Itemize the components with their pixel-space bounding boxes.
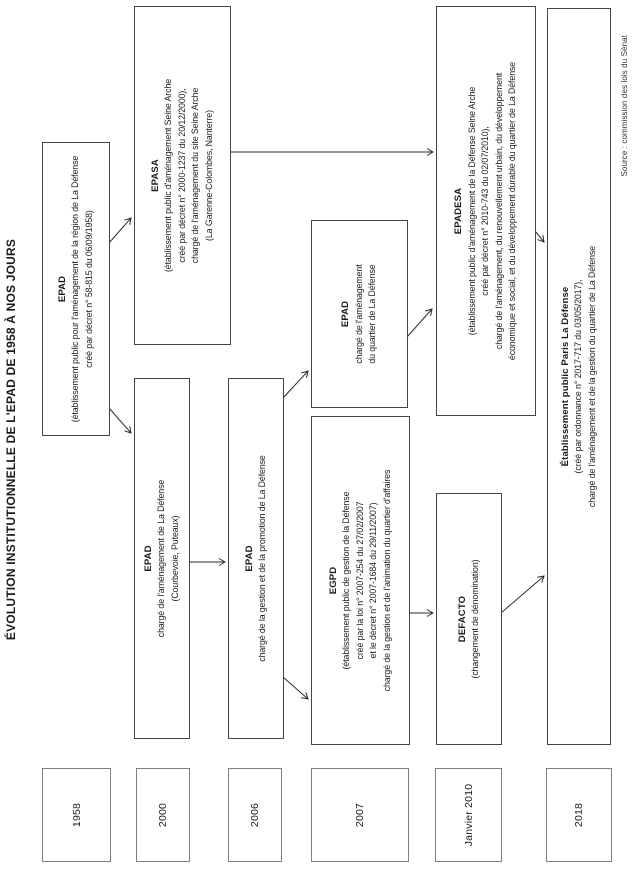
node-epadesa-line: (établissement public d'aménagement de l…: [466, 86, 477, 336]
node-paris-la-defense-line: (créé par ordonnance n° 2017-717 du 03/0…: [573, 279, 584, 474]
node-defacto: DEFACTO (changement de dénomination): [436, 493, 502, 745]
node-epad-quartier-title: EPAD: [340, 300, 352, 328]
timeline-year-janvier-2010: Janvier 2010: [435, 768, 502, 862]
node-epasa-line: créé par décret n° 2000-1237 du 20/12/20…: [176, 88, 187, 263]
source-note: Source : commission des lois du Sénat: [620, 35, 629, 177]
timeline-year-2018: 2018: [546, 768, 612, 862]
node-egpd: EGPD (établissement public de gestion de…: [311, 416, 410, 745]
arrow-defacto-to-parisladefense: [500, 575, 545, 614]
node-epasa-line: (La Garenne-Colombes, Nanterre): [203, 110, 214, 241]
node-epad-quartier-line: chargé de l'aménagement: [353, 264, 364, 364]
node-egpd-line: créé par la loi n° 2007-254 du 27/02/200…: [354, 501, 365, 660]
node-paris-la-defense-line: chargé de l'aménagement et de la gestion…: [586, 245, 597, 508]
node-epad-quartier: EPAD chargé de l'aménagement du quartier…: [311, 220, 408, 408]
arrow-epadquartier-to-epadesa: [406, 308, 433, 338]
node-epadesa-line: chargé de l'aménagement, du renouvelleme…: [493, 72, 504, 350]
arrow-epad1958-to-epasa: [108, 217, 132, 244]
node-defacto-title: DEFACTO: [456, 595, 468, 643]
node-epad-1958-title: EPAD: [56, 275, 68, 303]
node-epasa-title: EPASA: [149, 159, 161, 192]
timeline-year-2006: 2006: [228, 768, 282, 862]
node-epadesa-line: économique et social, et du développemen…: [507, 61, 518, 361]
node-egpd-line: et le décret n° 2007-1684 du 29/11/2007): [368, 502, 379, 659]
arrow-epad2006-to-epadquartier: [282, 370, 309, 399]
arrow-epad1958-to-epad2000: [108, 407, 132, 434]
node-egpd-line: (établissement public de gestion de la D…: [341, 491, 352, 670]
node-egpd-title: EGPD: [327, 566, 339, 595]
node-epad-2006-title: EPAD: [243, 545, 255, 572]
node-egpd-line: chargé de la gestion et de l'animation d…: [381, 469, 392, 692]
node-epasa-line: (établissement public d'aménagement Sein…: [163, 78, 174, 273]
timeline-year-2000: 2000: [136, 768, 190, 862]
node-epasa-line: chargé de l'aménagement du site Seine Ar…: [190, 87, 201, 264]
node-epad-1958-line: (établissement public pour l'aménagement…: [70, 155, 81, 423]
node-epadesa-title: EPADESA: [453, 187, 465, 235]
arrow-epad2006-to-egpd: [282, 676, 309, 700]
node-epad-2000: EPAD chargé de l'aménagement de La Défen…: [134, 378, 190, 739]
node-epasa: EPASA (établissement public d'aménagemen…: [134, 6, 231, 345]
node-epad-2000-title: EPAD: [142, 545, 154, 572]
node-epad-2006-line: chargé de la gestion et de la promotion …: [257, 455, 267, 662]
node-epad-2000-line: chargé de l'aménagement de La Défense: [156, 479, 167, 638]
node-defacto-line: (changement de dénomination): [470, 559, 480, 679]
node-paris-la-defense: Établissement public Paris La Défense (c…: [547, 8, 611, 745]
node-epadesa: EPADESA (établissement public d'aménagem…: [436, 6, 536, 416]
node-epadesa-line: créé par décret n° 2010-743 du 02/07/201…: [480, 126, 491, 296]
node-epad-quartier-line: du quartier de La Défense: [367, 264, 378, 364]
node-epad-2000-line: (Courbevoie, Puteaux): [169, 515, 180, 602]
node-epad-2006: EPAD chargé de la gestion et de la promo…: [228, 378, 284, 739]
arrow-epadesa-to-parisladefense: [534, 230, 545, 243]
node-epad-1958: EPAD (établissement public pour l'aménag…: [42, 142, 110, 436]
node-paris-la-defense-title: Établissement public Paris La Défense: [559, 286, 571, 467]
timeline-year-1958: 1958: [42, 768, 111, 862]
timeline-year-2007: 2007: [311, 768, 409, 862]
node-epad-1958-line: créé par décret n° 58-815 du 06/09/1958): [83, 210, 94, 368]
